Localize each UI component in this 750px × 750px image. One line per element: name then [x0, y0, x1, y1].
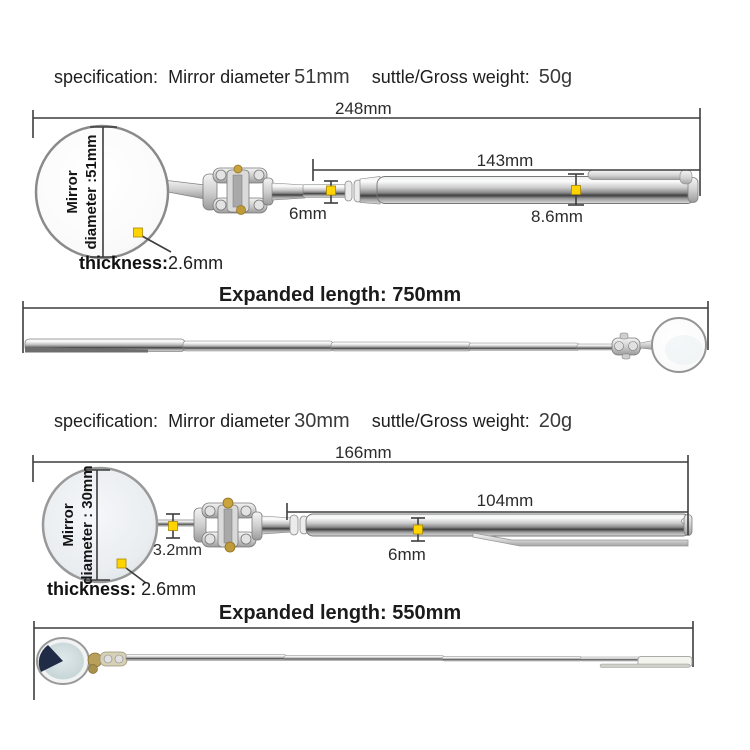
- spec-line-1: specification: Mirror diameter 51mm sutt…: [54, 66, 572, 89]
- hinge-expanded-2: [87, 651, 128, 674]
- spec-label: specification:: [54, 67, 159, 87]
- mirror-diameter-label-1: Mirror diameter :51mm: [64, 134, 100, 250]
- end-cap: [687, 177, 699, 203]
- weight-value-2: 20g: [538, 410, 573, 432]
- weight-value: 50g: [538, 66, 573, 88]
- product1-dimension-lines: [32, 108, 701, 258]
- handle-length-label-1: 143mm: [476, 151, 534, 170]
- pen-clip: [587, 169, 689, 180]
- total-length-label-2: 166mm: [335, 443, 392, 462]
- spec-label-2: specification:: [54, 411, 159, 431]
- weight-label: suttle/Gross weight:: [371, 67, 530, 87]
- diameter-label-2: Mirror diameter: [168, 411, 291, 431]
- diameter-value: 51mm: [294, 66, 350, 88]
- expanded2-dimension-lines: [33, 621, 694, 700]
- diameter-label: Mirror diameter: [168, 67, 291, 87]
- expanded1-dimension-lines: [22, 301, 709, 353]
- tube-diameter-marker: [326, 185, 336, 196]
- total-length-label-1: 248mm: [335, 99, 392, 118]
- mirror-head-2: [41, 466, 159, 584]
- thickness-leader-2: [125, 567, 147, 584]
- handle-diameter-label-1: 8.6mm: [531, 207, 583, 226]
- expanded1-device-drawing: [24, 317, 707, 373]
- mirror-head: [34, 124, 170, 260]
- product1-device-drawing: [34, 124, 699, 260]
- expanded-length-label-2: Expanded length: 550mm: [218, 602, 462, 624]
- clip-expanded-2: [599, 663, 691, 668]
- product2-device-drawing: [41, 466, 693, 584]
- spec-line-2: specification: Mirror diameter 30mm sutt…: [54, 410, 572, 433]
- diameter-value-2: 30mm: [294, 410, 350, 432]
- tube-diameter-label-2: 6mm: [388, 545, 426, 564]
- thickness-marker: [133, 227, 143, 238]
- mirror-reflection-wedge: [38, 645, 63, 672]
- swivel-hinge-small: [611, 332, 641, 360]
- handle-diameter-marker: [571, 185, 581, 195]
- neck-diameter-marker: [168, 521, 178, 531]
- tube-diameter-label-1: 6mm: [289, 204, 327, 223]
- weight-label-2: suttle/Gross weight:: [371, 411, 530, 431]
- handle-length-label-2: 104mm: [476, 491, 534, 510]
- mirror-neck: [162, 179, 206, 200]
- pen-clip-2: [472, 532, 689, 547]
- thickness-label-2: thickness: 2.6mm: [47, 579, 197, 599]
- handle-tube-2: [305, 513, 691, 537]
- thin-rod: [302, 184, 348, 198]
- handle-tube: [376, 176, 696, 204]
- expanded-length-label-1: Expanded length: 750mm: [218, 284, 462, 306]
- expanded2-device-drawing: [36, 637, 693, 685]
- product1-markers: [133, 185, 581, 238]
- product2-dimension-lines: [32, 455, 689, 584]
- thickness-label-1: thickness: 2.6mm: [79, 253, 224, 273]
- rod-cone: [271, 182, 306, 201]
- tube-diameter-marker-2: [413, 524, 423, 535]
- swivel-hinge-2: [193, 497, 263, 553]
- mirror-diameter-label-2: Mirror diameter : 30mm: [60, 465, 96, 585]
- swivel-hinge: [202, 164, 274, 215]
- thickness-marker-2: [116, 558, 127, 569]
- thickness-leader: [141, 235, 172, 253]
- neck-diameter-label-2: 3.2mm: [153, 542, 202, 559]
- product2-markers: [116, 521, 423, 569]
